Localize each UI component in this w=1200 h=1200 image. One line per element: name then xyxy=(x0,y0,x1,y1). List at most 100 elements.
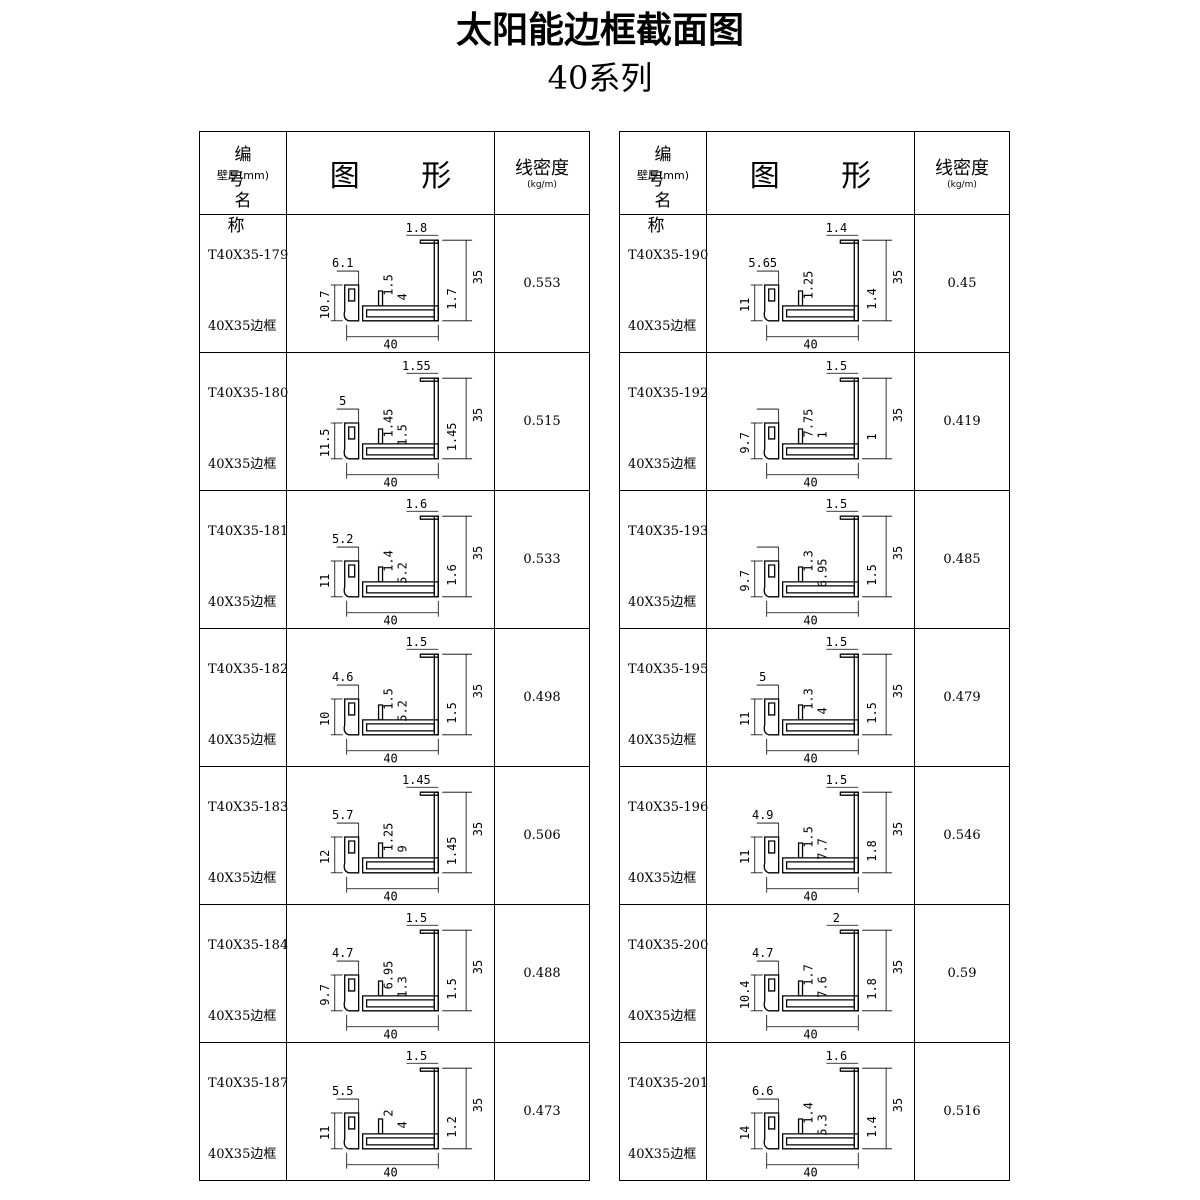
dim-width-label: 40 xyxy=(803,1028,817,1042)
dim-height-label: 35 xyxy=(891,822,905,836)
dim-lip-height-label: 9.7 xyxy=(738,432,752,454)
profile-code: T40X35-187 xyxy=(208,1076,289,1091)
profile-edge xyxy=(763,974,780,1012)
dim-lip-height-label: 11 xyxy=(738,712,752,726)
profile-code: T40X35-196 xyxy=(628,800,709,815)
header-code-cell: 编 号壁厚(mm)名 称 xyxy=(199,131,287,236)
profile-code: T40X35-193 xyxy=(628,524,709,539)
profile-edge xyxy=(797,566,804,583)
dim-wall-a-label: 1.5 xyxy=(801,826,815,848)
profile-edge xyxy=(377,428,384,445)
dim-wall-a-label: 1.4 xyxy=(381,550,395,572)
profile-code: T40X35-180 xyxy=(208,386,289,401)
dim-wall-c-label: 1.5 xyxy=(445,978,459,1000)
dim-wall-a-label: 1.5 xyxy=(381,688,395,710)
dim-wall-c-label: 1.8 xyxy=(865,978,879,1000)
profile-edge xyxy=(348,564,356,578)
dim-top-thickness-label: 2 xyxy=(833,911,840,925)
profile-code: T40X35-201 xyxy=(628,1076,709,1091)
dim-wall-c-label: 1.5 xyxy=(865,702,879,724)
dim-wall-b-label: 4 xyxy=(395,293,409,300)
dim-top-thickness-label: 1.5 xyxy=(406,911,428,925)
dim-lip-width-label: 5.2 xyxy=(332,532,354,546)
profile-edge xyxy=(343,1112,360,1150)
dim-lip-width-label: 5 xyxy=(339,394,346,408)
profile-edge xyxy=(839,239,859,244)
profile-edge xyxy=(377,980,384,997)
header-density-label: 线密度 xyxy=(515,158,569,179)
density-value: 0.419 xyxy=(914,352,1010,491)
dim-top-thickness-label: 1.5 xyxy=(406,635,428,649)
profile-edge xyxy=(797,428,804,445)
page-title: 太阳能边框截面图 xyxy=(455,10,744,51)
header-code-cell: 编 号壁厚(mm)名 称 xyxy=(619,131,707,236)
profile-edge xyxy=(785,723,855,732)
dim-lip-width-label: 5.65 xyxy=(748,256,777,270)
dim-top-thickness-label: 1.6 xyxy=(406,497,428,511)
profile-edge xyxy=(343,836,360,874)
profile-name: 40X35边框 xyxy=(208,1147,277,1162)
dim-wall-a-label: 1.45 xyxy=(381,409,395,438)
profile-name: 40X35边框 xyxy=(208,457,277,472)
profile-edge xyxy=(768,564,776,578)
profile-edge xyxy=(763,422,780,460)
profile-edge xyxy=(785,999,855,1008)
profile-edge xyxy=(781,305,859,322)
profile-edge xyxy=(839,791,859,796)
profile-edge xyxy=(763,284,780,322)
dim-wall-c-label: 1.7 xyxy=(445,288,459,310)
dim-wall-b-label: 1.5 xyxy=(395,424,409,446)
profile-edge xyxy=(365,723,435,732)
profile-code: T40X35-183 xyxy=(208,800,289,815)
dim-wall-c-label: 1.4 xyxy=(865,1116,879,1138)
dim-width-label: 40 xyxy=(383,752,397,766)
dim-wall-b-label: 7.7 xyxy=(815,838,829,860)
profile-edge xyxy=(377,566,384,583)
dim-wall-a-label: 6.95 xyxy=(381,961,395,990)
profile-code: T40X35-192 xyxy=(628,386,709,401)
dim-lip-width-label: 6.6 xyxy=(752,1084,774,1098)
header-thickness-label: 壁厚(mm) xyxy=(216,169,269,182)
header-code-label: 编 号 xyxy=(227,145,266,190)
profile-edge xyxy=(781,1133,859,1150)
header-code-label: 编 号 xyxy=(647,145,686,190)
profile-edge xyxy=(419,791,439,796)
density-value: 0.515 xyxy=(494,352,590,491)
dim-height-label: 35 xyxy=(471,546,485,560)
profile-code: T40X35-179 xyxy=(208,248,289,263)
header-thickness-label: 壁厚(mm) xyxy=(636,169,689,182)
profile-edge xyxy=(361,305,439,322)
profile-edge xyxy=(763,836,780,874)
profile-edge xyxy=(797,1118,804,1135)
dim-width-label: 40 xyxy=(383,338,397,352)
header-density-unit: (kg/m) xyxy=(527,180,557,190)
dim-top-thickness-label: 1.6 xyxy=(826,1049,848,1063)
profile-edge xyxy=(419,515,439,520)
dim-wall-c-label: 1.5 xyxy=(865,564,879,586)
profile-edge xyxy=(365,585,435,594)
dim-wall-a-label: 1.4 xyxy=(801,1102,815,1124)
dim-wall-c-label: 1.2 xyxy=(445,1116,459,1138)
frame-section-outline xyxy=(750,372,893,479)
dim-top-thickness-label: 1.55 xyxy=(402,359,431,373)
dim-lip-height-label: 10 xyxy=(318,712,332,726)
profile-edge xyxy=(348,426,356,440)
density-value: 0.479 xyxy=(914,628,1010,767)
dim-wall-b-label: 1 xyxy=(815,431,829,438)
density-value: 0.506 xyxy=(494,766,590,905)
profile-code: T40X35-190 xyxy=(628,248,709,263)
